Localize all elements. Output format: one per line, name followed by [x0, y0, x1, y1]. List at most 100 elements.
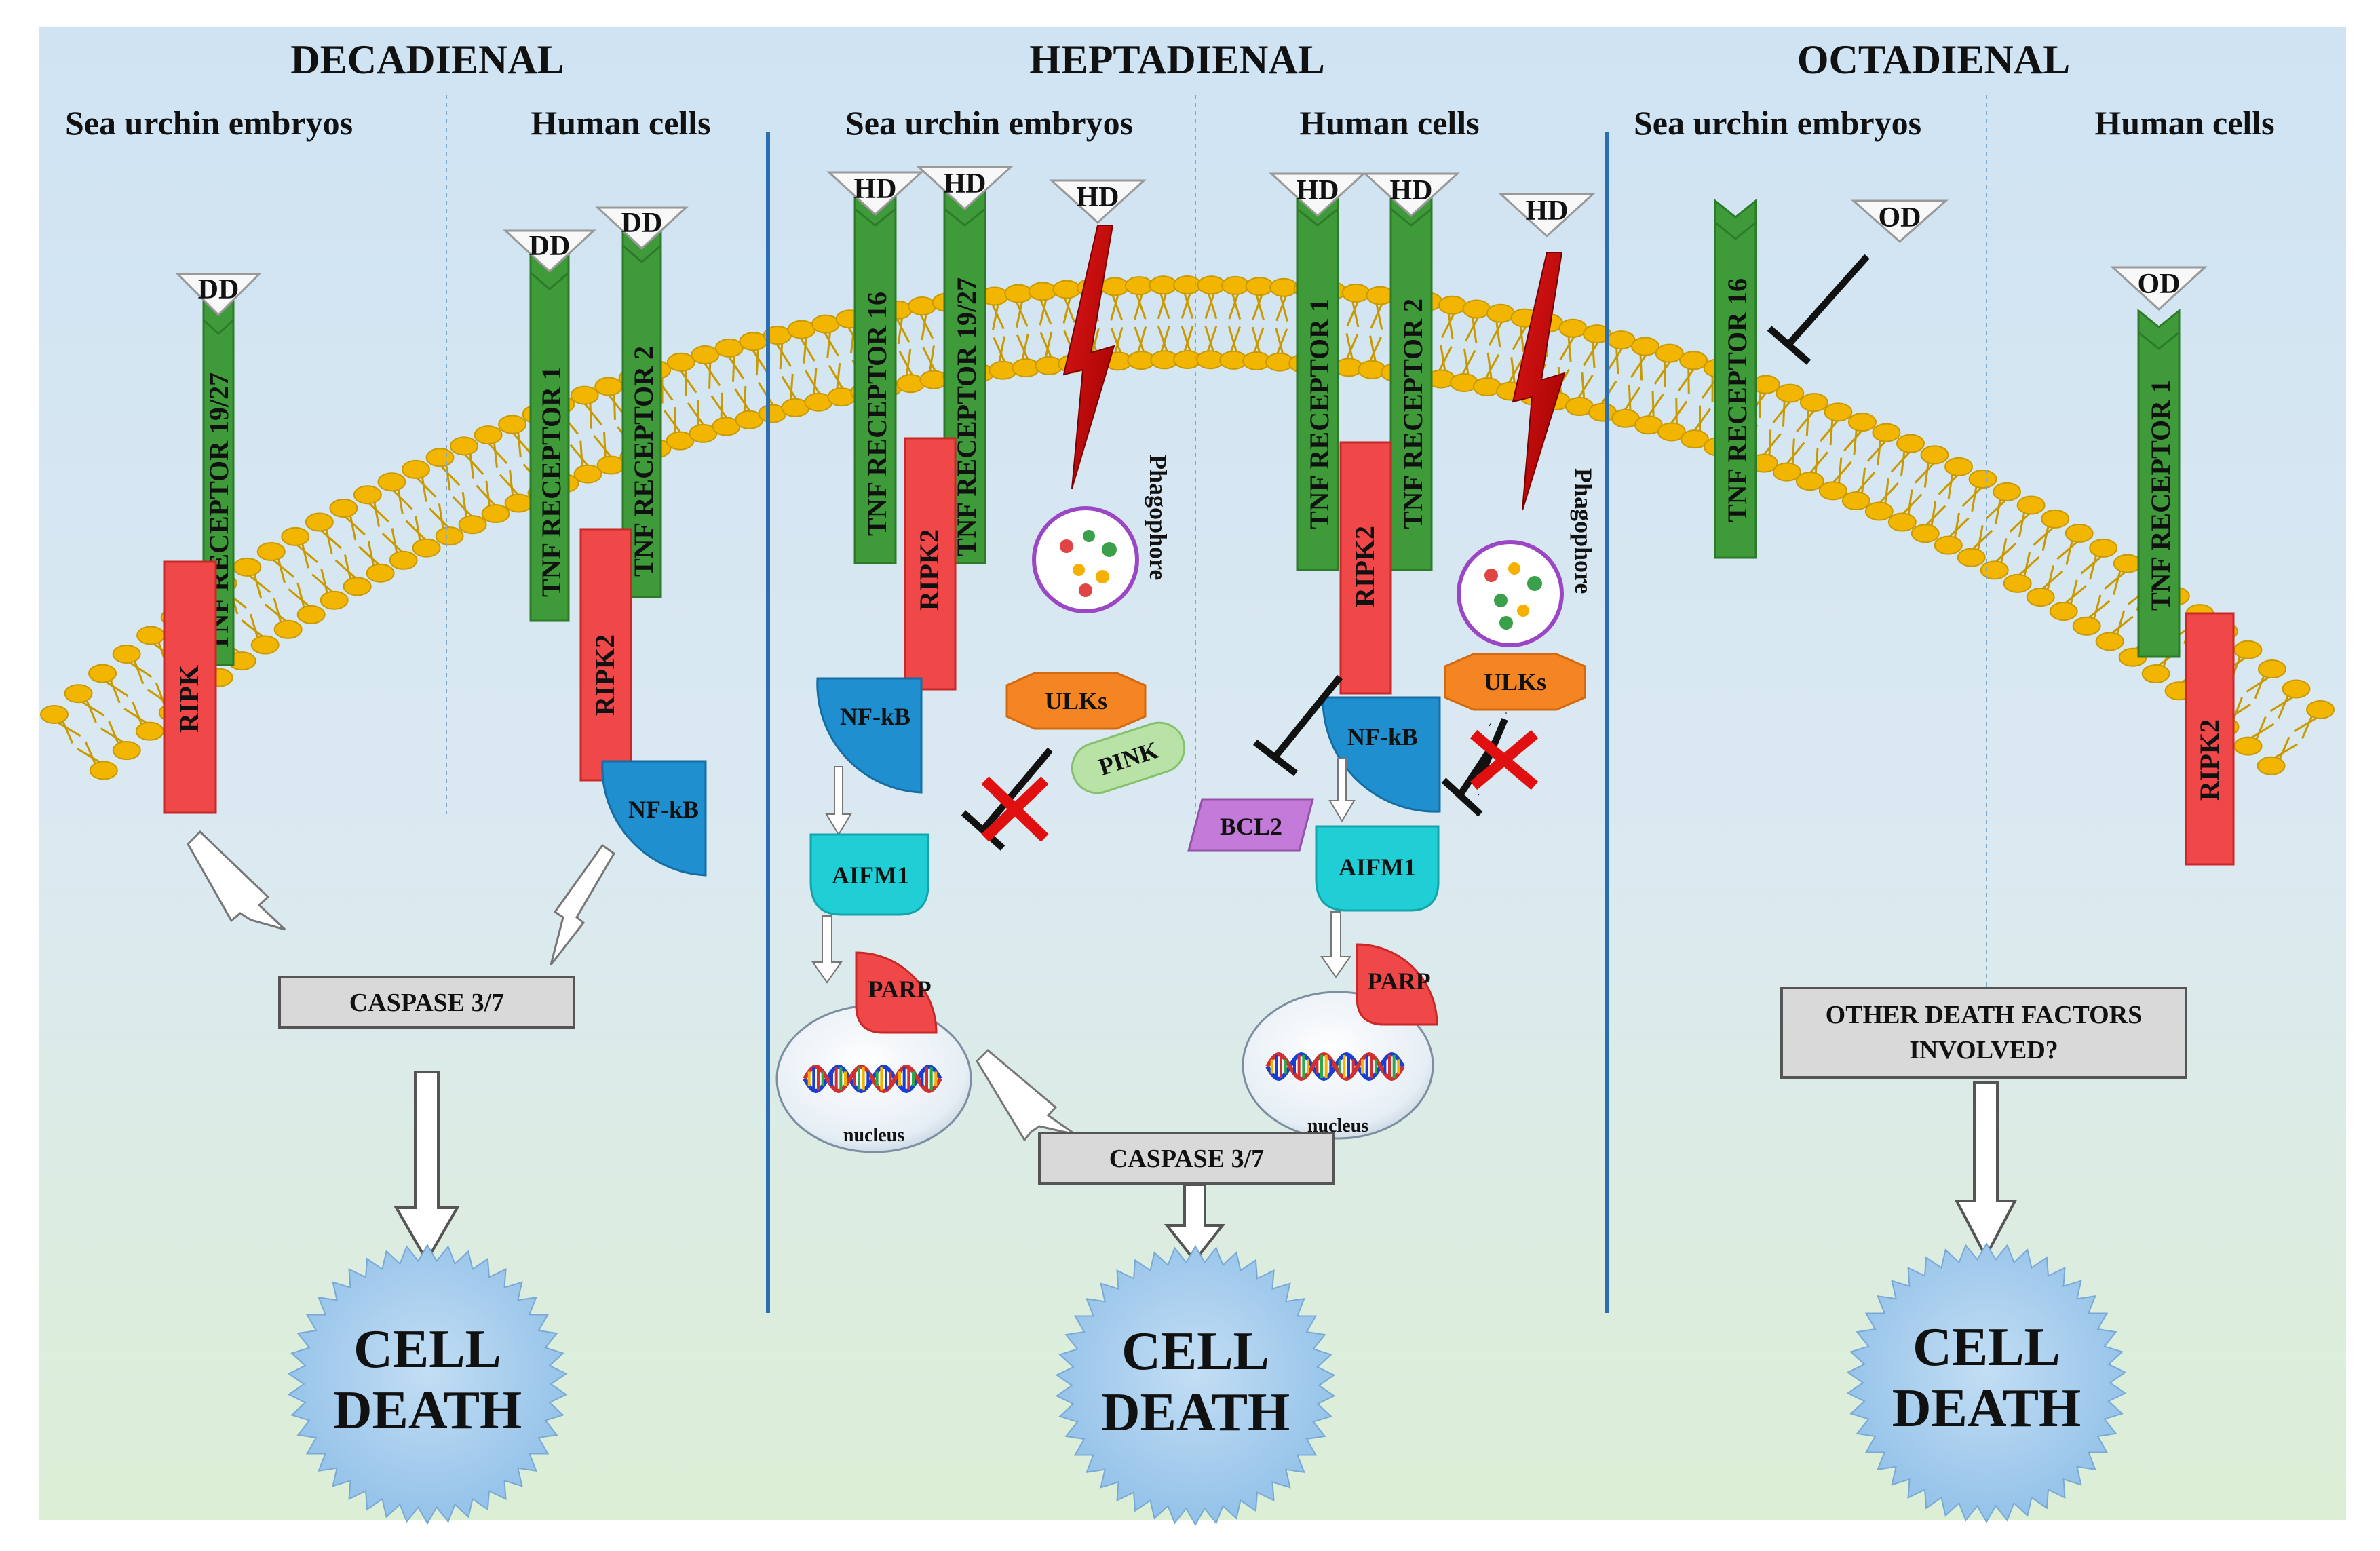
ligand-hd-heptadienal-6: HD — [1498, 193, 1596, 238]
nucleus-heptadienal-sea: nucleus — [775, 1004, 972, 1153]
nfkb-heptadienal-human: NF-kB — [1322, 696, 1441, 813]
other-factors-box: OTHER DEATH FACTORS INVOLVED? — [1780, 987, 2187, 1079]
ligand-hd-heptadienal-2: HD — [916, 166, 1014, 211]
svg-text:HD: HD — [1297, 175, 1339, 206]
arrow-factors-to-death-octadienal — [1954, 1081, 2018, 1260]
title-octadienal: OCTADIENAL — [1797, 37, 2070, 82]
ligand-dd-decadienal-human-2: DD — [595, 206, 689, 250]
svg-text:DEATH: DEATH — [1101, 1383, 1290, 1442]
svg-text:OTHER DEATH FACTORS: OTHER DEATH FACTORS — [1826, 1001, 2143, 1029]
kinase-ripk2-heptadienal: RIPK2 — [904, 437, 957, 691]
svg-text:TNF RECEPTOR 1: TNF RECEPTOR 1 — [1304, 299, 1335, 529]
nfkb-decadienal: NF-kB — [601, 760, 707, 877]
kinase-ripk2-octadienal: RIPK2 — [2185, 612, 2235, 866]
svg-text:AIFM1: AIFM1 — [832, 862, 909, 889]
arrow-nfkb-to-caspase — [550, 843, 615, 965]
svg-text:CELL: CELL — [1121, 1322, 1269, 1381]
svg-text:BCL2: BCL2 — [1220, 813, 1282, 840]
arrow-nucleus-to-caspase — [976, 1048, 1076, 1142]
receptor-tnf-2-decadienal: TNF RECEPTOR 2 — [621, 221, 662, 598]
inhibition-bar-human — [1441, 778, 1483, 817]
svg-text:TNF RECEPTOR 1: TNF RECEPTOR 1 — [536, 366, 567, 597]
parp-heptadienal-human: PARP — [1356, 943, 1438, 1026]
svg-text:NF-kB: NF-kB — [628, 796, 699, 823]
svg-text:DD: DD — [621, 208, 663, 239]
svg-text:AIFM1: AIFM1 — [1339, 854, 1416, 881]
arrow-ripk-to-caspase — [187, 830, 286, 931]
inhibition-bar-bcl2 — [1252, 740, 1299, 776]
aifm1-heptadienal-sea: AIFM1 — [809, 833, 929, 916]
svg-text:OD: OD — [1879, 202, 1921, 233]
ligand-hd-heptadienal-1: HD — [826, 171, 924, 216]
sub-decadienal-sea-urchin: Sea urchin embryos — [65, 104, 353, 142]
arrow-caspase-to-death-decadienal — [394, 1071, 460, 1264]
svg-text:CASPASE 3/7: CASPASE 3/7 — [349, 989, 504, 1017]
svg-text:OD: OD — [2138, 269, 2181, 300]
svg-text:TNF RECEPTOR 2: TNF RECEPTOR 2 — [1398, 299, 1428, 529]
receptor-tnf-1-heptadienal: TNF RECEPTOR 1 — [1296, 185, 1339, 571]
svg-text:RIPK2: RIPK2 — [914, 529, 944, 611]
svg-text:HD: HD — [1390, 175, 1433, 206]
phagophore-heptadienal-sea: Phagophore — [1032, 455, 1172, 613]
svg-text:PARP: PARP — [868, 976, 931, 1003]
inhibition-line-od — [1786, 254, 1870, 347]
sub-heptadienal-sea-urchin: Sea urchin embryos — [845, 104, 1133, 142]
sub-octadienal-human: Human cells — [2094, 104, 2274, 142]
svg-text:PARP: PARP — [1367, 968, 1430, 995]
cell-death-star-heptadienal: CELL DEATH — [1055, 1245, 1336, 1526]
svg-text:TNF RECEPTOR 16: TNF RECEPTOR 16 — [1722, 278, 1752, 522]
ligand-hd-heptadienal-5: HD — [1362, 172, 1460, 218]
inhibition-bar-sea — [961, 810, 1005, 851]
nucleus-heptadienal-human: nucleus — [1242, 991, 1434, 1140]
receptor-tnf-1-decadienal: TNF RECEPTOR 1 — [529, 248, 570, 622]
svg-text:RIPK: RIPK — [174, 665, 204, 733]
cell-death-star-decadienal: CELL DEATH — [287, 1244, 568, 1525]
svg-text:DEATH: DEATH — [1892, 1379, 2081, 1438]
caspase-box-heptadienal: CASPASE 3/7 — [1038, 1132, 1335, 1185]
svg-text:NF-kB: NF-kB — [840, 703, 910, 730]
svg-text:INVOLVED?: INVOLVED? — [1909, 1036, 2058, 1065]
caspase-box-decadienal: CASPASE 3/7 — [278, 976, 575, 1029]
svg-text:RIPK2: RIPK2 — [2194, 719, 2225, 801]
svg-text:Phagophore: Phagophore — [1570, 468, 1597, 594]
inhibition-line-bcl2 — [1273, 674, 1343, 759]
receptor-tnf-2-heptadienal: TNF RECEPTOR 2 — [1389, 185, 1433, 571]
bcl2-heptadienal: BCL2 — [1187, 798, 1314, 852]
ulks-heptadienal-sea: ULKs — [1005, 672, 1147, 730]
cell-death-star-octadienal: CELL DEATH — [1846, 1242, 2127, 1523]
kinase-ripk2-decadienal: RIPK2 — [579, 528, 632, 782]
ligand-dd-decadienal-human-1: DD — [503, 229, 596, 273]
svg-text:HD: HD — [854, 174, 897, 205]
receptor-tnf-1-octadienal: TNF RECEPTOR 1 — [2137, 308, 2181, 658]
sub-heptadienal-human: Human cells — [1299, 104, 1479, 142]
receptor-tnf-16-heptadienal: TNF RECEPTOR 16 — [853, 185, 897, 564]
svg-text:Phagophore: Phagophore — [1145, 455, 1172, 580]
ulks-heptadienal-human: ULKs — [1444, 653, 1586, 711]
lightning-bolt-icon — [1062, 225, 1115, 489]
svg-text:CELL: CELL — [1913, 1318, 2060, 1377]
kinase-ripk-decadienal: RIPK — [163, 560, 217, 814]
svg-text:DEATH: DEATH — [333, 1381, 522, 1440]
sub-decadienal-human: Human cells — [531, 104, 710, 142]
title-decadienal: DECADIENAL — [290, 37, 564, 82]
ligand-dd-decadienal-sea: DD — [175, 273, 262, 317]
aifm1-heptadienal-human: AIFM1 — [1315, 825, 1440, 912]
block-cross-icon-sea — [981, 776, 1049, 842]
receptor-tnf-16-octadienal: TNF RECEPTOR 16 — [1714, 198, 1757, 559]
svg-text:TNF RECEPTOR 16: TNF RECEPTOR 16 — [862, 292, 892, 536]
block-cross-icon-human — [1470, 729, 1539, 790]
parp-heptadienal-sea: PARP — [855, 951, 938, 1034]
svg-text:CASPASE 3/7: CASPASE 3/7 — [1109, 1145, 1264, 1173]
ligand-hd-heptadienal-4: HD — [1269, 172, 1366, 218]
inhibition-bar-od — [1767, 326, 1811, 365]
lightning-bolt-icon — [1512, 252, 1566, 511]
svg-text:HD: HD — [944, 168, 986, 199]
svg-text:HD: HD — [1077, 182, 1119, 213]
ligand-hd-heptadienal-3: HD — [1049, 179, 1147, 225]
inhibition-line-sea — [981, 747, 1053, 832]
svg-text:ULKs: ULKs — [1045, 687, 1107, 714]
kinase-ripk2-heptadienal-human: RIPK2 — [1339, 441, 1392, 695]
arrow-caspase-to-death-heptadienal — [1164, 1183, 1226, 1263]
phagophore-heptadienal-human: Phagophore — [1457, 468, 1597, 647]
